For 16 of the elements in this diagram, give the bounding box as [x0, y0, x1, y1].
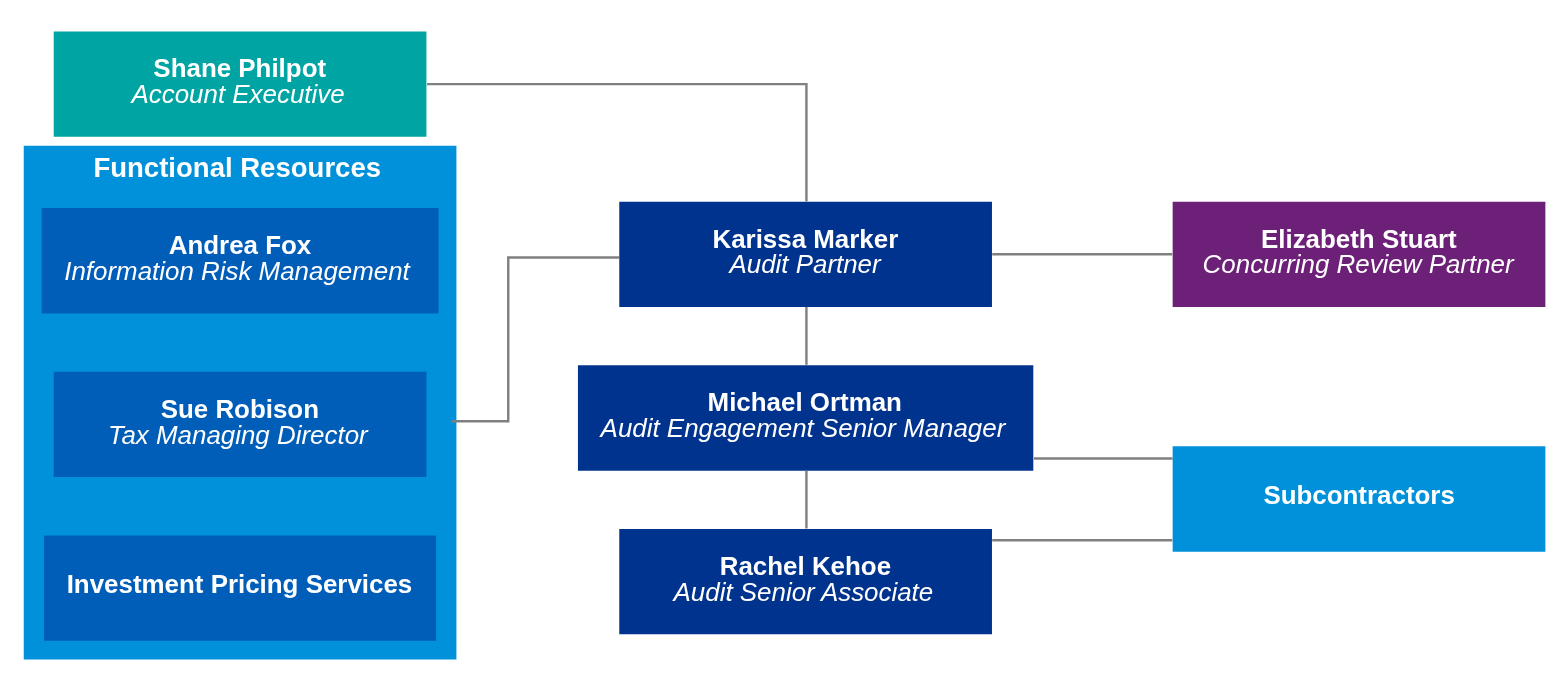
node-box: Rachel Kehoe Audit Senior Associate [619, 528, 992, 634]
node-box: Sue Robison Tax Managing Director [53, 371, 427, 477]
connector [1033, 456, 1173, 460]
connector [451, 255, 619, 422]
node-box: Elizabeth Stuart Concurring Review Partner [1172, 201, 1546, 307]
node-box: Andrea Fox Information Risk Management [41, 207, 439, 313]
connector [992, 252, 1173, 255]
node-box: Michael Ortman Audit Engagement Senior Manager [577, 364, 1034, 471]
node-box: Subcontractors [1172, 445, 1546, 552]
node-box: Investment Pricing Services [44, 534, 437, 641]
node-box: Karissa Marker Audit Partner [619, 201, 992, 307]
connector [805, 306, 808, 365]
node-box: Shane Philpot Account Executive [53, 31, 427, 137]
connector [805, 470, 808, 528]
connector [992, 538, 1173, 542]
connector [427, 82, 808, 201]
